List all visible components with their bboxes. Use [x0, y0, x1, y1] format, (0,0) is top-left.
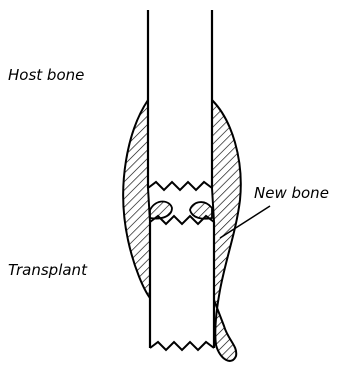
new-bone-left-callus — [123, 100, 150, 298]
host-bone-shaft — [148, 10, 212, 190]
new-bone-right-callus — [212, 100, 241, 361]
transplant-shaft — [150, 216, 214, 350]
new-bone-label: New bone — [254, 184, 329, 202]
new-bone-bridge-right — [190, 202, 212, 219]
new-bone-bridge-left — [150, 202, 172, 219]
host-bone-label: Host bone — [8, 66, 84, 84]
transplant-label: Transplant — [8, 261, 88, 279]
